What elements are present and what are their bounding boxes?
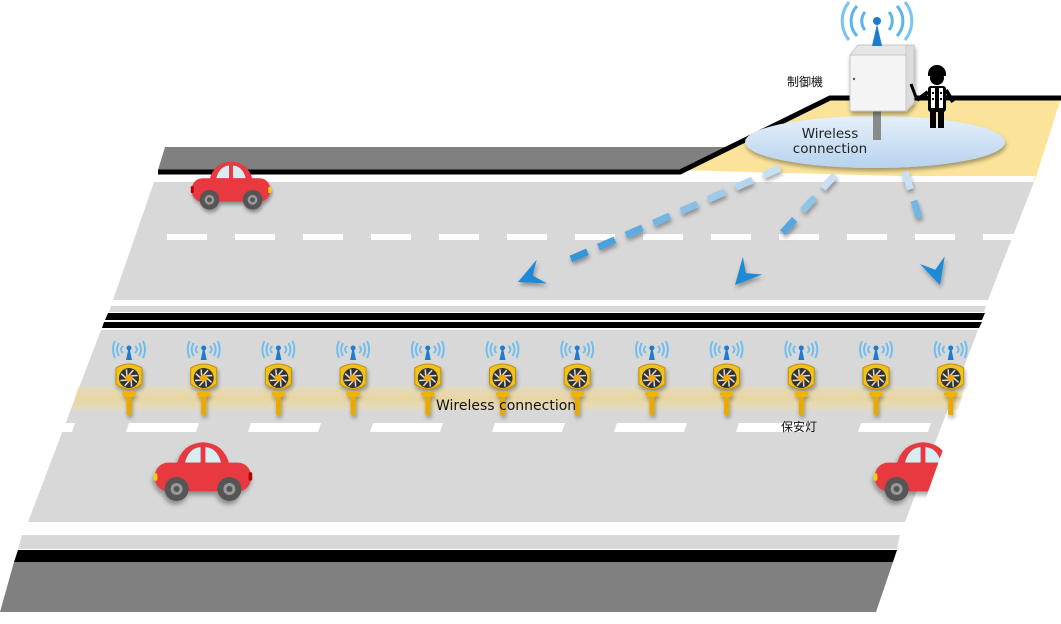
safety-light-label: 保安灯 — [781, 418, 817, 435]
lane-dash — [235, 234, 275, 240]
lower-road — [0, 535, 900, 612]
lane-dash — [711, 234, 751, 240]
lane-dash — [167, 234, 207, 240]
lane-dash — [303, 234, 343, 240]
lane-dash — [614, 423, 687, 432]
lane-dash — [643, 234, 683, 240]
antenna-icon — [842, 2, 912, 46]
lane-dash — [915, 234, 955, 240]
controller-wireless-label: Wireless connection — [780, 127, 880, 157]
controller-box-icon — [850, 45, 914, 111]
lane-dash — [858, 423, 931, 432]
lane-dash — [370, 423, 443, 432]
lane-dash — [126, 423, 199, 432]
lane-dash — [492, 423, 565, 432]
lane-dash — [371, 234, 411, 240]
lower-shoulder — [0, 562, 893, 612]
middle-road — [22, 330, 978, 533]
controller-wireless-line2: connection — [780, 142, 880, 157]
lane-dash — [847, 234, 887, 240]
lane-dash — [983, 234, 1023, 240]
controller-wireless-line1: Wireless — [780, 127, 880, 142]
lane-dash — [439, 234, 479, 240]
lane-dash — [248, 423, 321, 432]
lights-wireless-label: Wireless connection — [436, 398, 576, 414]
lane-dash — [507, 234, 547, 240]
lower-curb — [14, 550, 897, 562]
controller-label: 制御機 — [787, 73, 823, 90]
